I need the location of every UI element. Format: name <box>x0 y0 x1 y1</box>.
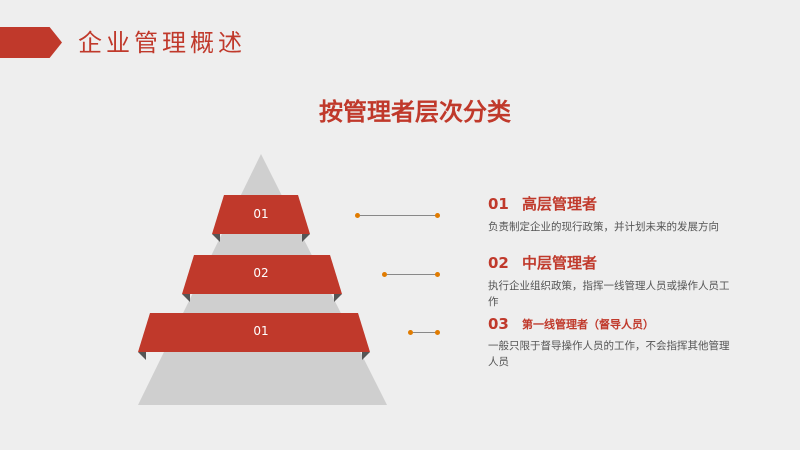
band-shadow-1 <box>212 234 220 242</box>
connector-dot-1a <box>355 213 360 218</box>
level-desc-1: 负责制定企业的现行政策，并计划未来的发展方向 <box>488 221 719 233</box>
band-label-3: 01 <box>253 324 269 338</box>
connector-dot-2a <box>382 272 387 277</box>
connector-dot-3a <box>408 330 413 335</box>
pyramid-band-3 <box>138 313 370 352</box>
band-label-2: 02 <box>253 266 269 280</box>
band-label-1: 01 <box>253 207 269 221</box>
level-number-3: 03 <box>488 315 509 333</box>
band-shadow-2 <box>182 294 190 302</box>
header-accent-bar <box>0 27 62 58</box>
level-title-2: 中层管理者 <box>522 254 598 272</box>
band-shadow-2b <box>334 294 342 302</box>
connector-line-2 <box>387 274 438 275</box>
level-desc-2: 执行企业组织政策，指挥一线管理人员或操作人员工作 <box>488 280 730 308</box>
pyramid-band-1 <box>212 195 310 234</box>
pyramid-graphic <box>138 154 387 405</box>
level-number-1: 01 <box>488 194 509 213</box>
connector-line-3 <box>413 332 438 333</box>
page-header-title: 企业管理概述 <box>78 29 246 57</box>
level-number-2: 02 <box>488 253 509 272</box>
slide-title: 按管理者层次分类 <box>319 98 511 126</box>
level-title-3: 第一线管理者（督导人员） <box>522 318 654 331</box>
band-shadow-1b <box>302 234 310 242</box>
connector-line-1 <box>360 215 438 216</box>
connector-dot-1b <box>435 213 440 218</box>
connector-dot-3b <box>435 330 440 335</box>
level-item-2: 02 中层管理者 执行企业组织政策，指挥一线管理人员或操作人员工作 <box>488 252 748 310</box>
band-shadow-3 <box>138 352 146 360</box>
level-title-1: 高层管理者 <box>522 195 598 213</box>
level-item-1: 01 高层管理者 负责制定企业的现行政策，并计划未来的发展方向 <box>488 193 748 235</box>
pyramid-band-2 <box>182 255 342 294</box>
level-item-3: 03 第一线管理者（督导人员） 一般只限于督导操作人员的工作，不会指挥其他管理人… <box>488 315 748 370</box>
level-desc-3: 一般只限于督导操作人员的工作，不会指挥其他管理人员 <box>488 340 730 368</box>
connector-dot-2b <box>435 272 440 277</box>
band-shadow-3b <box>362 352 370 360</box>
